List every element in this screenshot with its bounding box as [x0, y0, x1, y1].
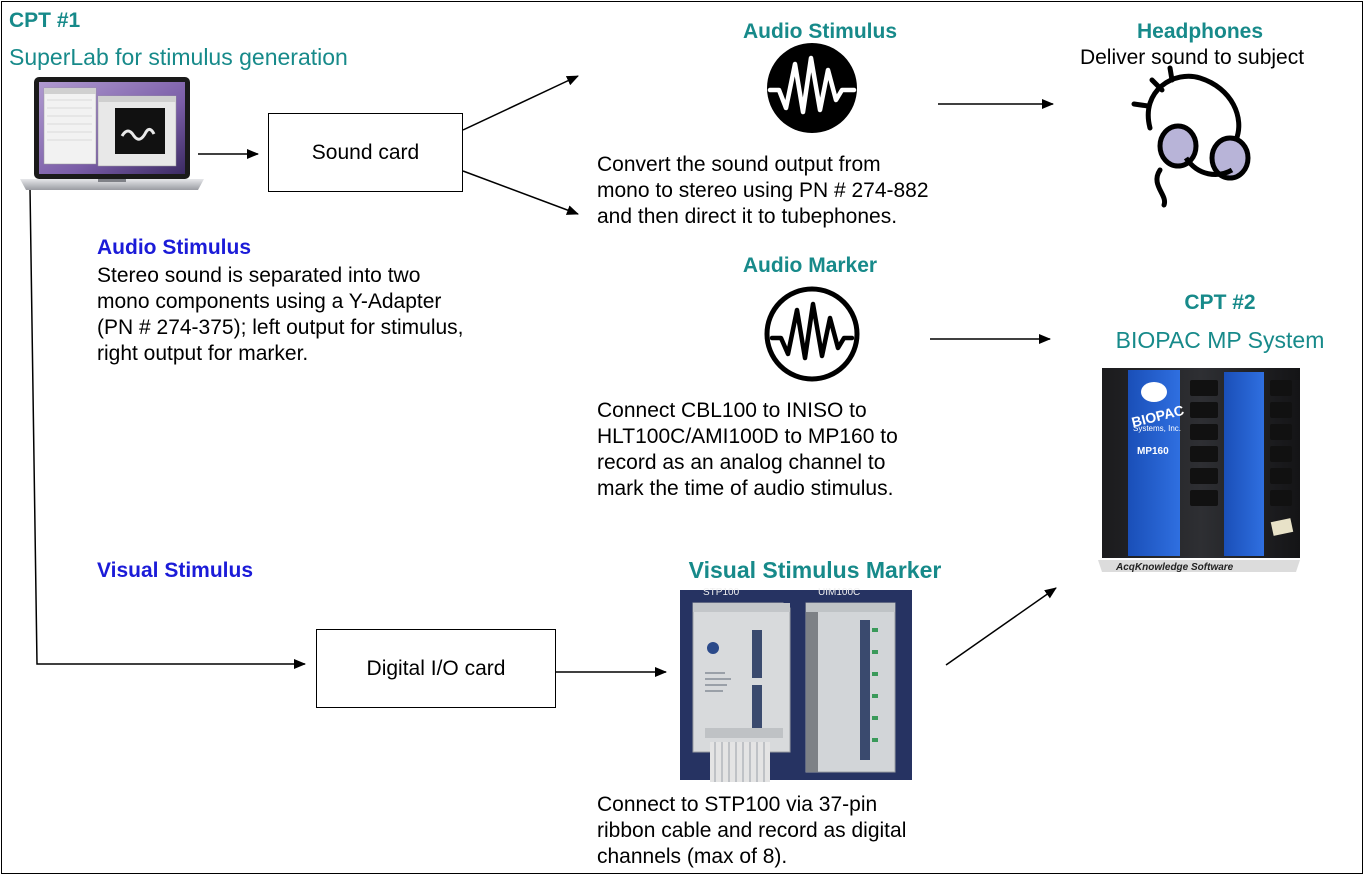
arrow-visual-marker-to-cpt2: [945, 587, 1057, 666]
acqknowledge-software-label: AcqKnowledge Software: [1116, 562, 1234, 573]
uim100c-module-label: UIM100C: [818, 587, 861, 598]
audio-stimulus-center-title: Audio Stimulus: [743, 20, 897, 43]
digital-io-card-box: Digital I/O card: [316, 629, 556, 708]
audio-marker-line-1: Connect CBL100 to INISO to: [597, 399, 867, 422]
audio-stimulus-left-line-1: Stereo sound is separated into two: [97, 264, 421, 287]
headphones-title: Headphones: [1136, 20, 1264, 43]
sound-card-label: Sound card: [311, 140, 420, 164]
biopac-brand-sub: Systems, Inc.: [1133, 424, 1182, 433]
audio-stimulus-left-title: Audio Stimulus: [97, 236, 251, 259]
cpt2-title: CPT #2: [1184, 291, 1256, 314]
audio-stimulus-left-line-2: mono components using a Y-Adapter: [97, 290, 442, 313]
visual-marker-line-2: ribbon cable and record as digital: [597, 819, 907, 842]
visual-marker-title: Visual Stimulus Marker: [688, 557, 942, 583]
cpt1-subtitle: SuperLab for stimulus generation: [9, 44, 348, 70]
arrow-soundcard-to-audio-marker: [462, 170, 579, 215]
visual-stimulus-left-title: Visual Stimulus: [97, 559, 253, 582]
cpt2-subtitle: BIOPAC MP System: [1115, 327, 1325, 353]
audio-stimulus-center-line-3: and then direct it to tubephones.: [597, 205, 898, 228]
audio-marker-title: Audio Marker: [742, 254, 878, 277]
headphones-subtitle: Deliver sound to subject: [1079, 46, 1305, 69]
line-laptop-to-digital-io: [29, 187, 306, 669]
audio-marker-line-3: record as an analog channel to: [597, 451, 886, 474]
audio-stimulus-center-line-2: mono to stereo using PN # 274-882: [597, 179, 929, 202]
audio-stimulus-left-line-4: right output for marker.: [97, 342, 309, 365]
digital-io-card-label: Digital I/O card: [366, 656, 506, 680]
arrow-soundcard-to-audio-stimulus: [462, 75, 579, 131]
visual-marker-line-1: Connect to STP100 via 37-pin: [597, 793, 878, 816]
sound-card-box: Sound card: [268, 113, 463, 192]
audio-marker-line-4: mark the time of audio stimulus.: [597, 477, 894, 500]
cpt1-title: CPT #1: [9, 9, 81, 32]
stp100-module-label: STP100: [703, 587, 740, 598]
audio-stimulus-left-line-3: (PN # 274-375); left output for stimulus…: [97, 316, 464, 339]
biopac-model: MP160: [1137, 446, 1169, 457]
audio-marker-line-2: HLT100C/AMI100D to MP160 to: [597, 425, 898, 448]
audio-stimulus-center-line-1: Convert the sound output from: [597, 153, 881, 176]
visual-marker-line-3: channels (max of 8).: [597, 845, 788, 868]
